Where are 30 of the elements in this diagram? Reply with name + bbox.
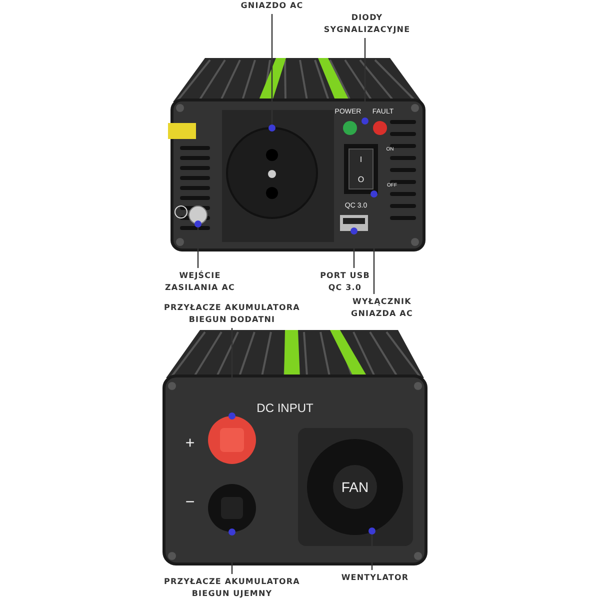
leader-line: [368, 528, 376, 570]
leader-line: [362, 38, 368, 124]
callout-label: DIODY SYGNALIZACYJNE: [312, 12, 422, 36]
cooling-fan: [307, 439, 403, 535]
leader-line: [228, 528, 236, 574]
leader-line: [268, 14, 276, 132]
indicator-lights: [343, 121, 387, 135]
part-marking: O: [358, 176, 364, 184]
negative-terminal: [208, 484, 256, 532]
input-terminal: [188, 206, 208, 224]
input-label: DC INPUT: [256, 402, 314, 414]
callout-label: PORT USB QC 3.0: [314, 270, 376, 294]
usb-port: [340, 215, 368, 231]
callout-label: GNIAZDO AC: [232, 0, 312, 12]
polarity-sign: −: [185, 495, 195, 511]
leader-line: [194, 220, 202, 268]
rocker-switch: [344, 144, 378, 194]
callout-label: WEJŚCIE ZASILANIA AC: [155, 270, 245, 294]
callout-label: WENTYLATOR: [330, 572, 420, 584]
callout-label: PRZYŁACZE AKUMULATORA BIEGUN DODATNI: [157, 302, 307, 326]
polarity-sign: +: [185, 436, 195, 452]
leader-line: [228, 328, 236, 420]
callout-label: WYŁĄCZNIK GNIAZDA AC: [337, 296, 427, 320]
leader-line: [370, 190, 378, 294]
part-marking: I: [360, 156, 362, 164]
leader-line: [350, 228, 358, 268]
power-socket: [226, 127, 318, 219]
part-marking: FAN: [341, 480, 369, 494]
callout-label: PRZYŁACZE AKUMULATORA BIEGUN UJEMNY: [157, 576, 307, 600]
positive-terminal: [208, 416, 256, 464]
